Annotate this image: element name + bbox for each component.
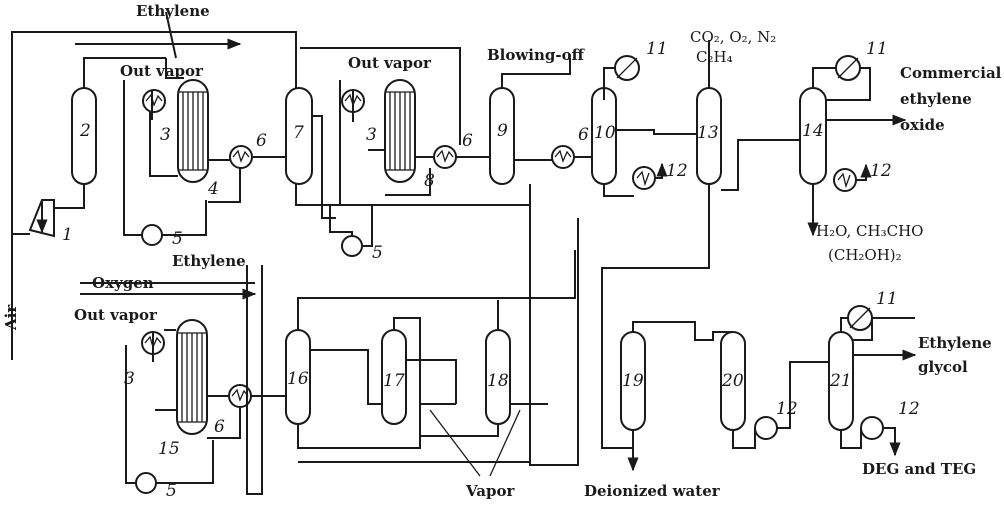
unit-number-12b: 12 bbox=[870, 161, 892, 181]
label-c2h4: C₂H₄ bbox=[696, 48, 733, 66]
heat-exchanger-6b bbox=[433, 145, 457, 169]
label-blowing-off: Blowing-off bbox=[487, 46, 586, 64]
pump-5c bbox=[135, 472, 157, 494]
column-7 bbox=[285, 87, 313, 185]
label-vapor: Vapor bbox=[465, 482, 515, 500]
heat-exchanger-3a bbox=[142, 89, 166, 113]
unit-number-10: 10 bbox=[594, 123, 616, 143]
label-ethylene-top: Ethylene bbox=[136, 2, 210, 20]
label-byproducts-2: (CH₂OH)₂ bbox=[828, 246, 902, 264]
label-out-vapor-2: Out vapor bbox=[348, 54, 432, 72]
unit-number-19: 19 bbox=[622, 371, 644, 391]
unit-number-16: 16 bbox=[287, 369, 309, 389]
unit-number-6c: 6 bbox=[578, 125, 589, 145]
reboiler-12b bbox=[833, 168, 857, 192]
label-byproducts-1: H₂O, CH₃CHO bbox=[816, 222, 923, 240]
unit-number-11c: 11 bbox=[876, 289, 898, 309]
unit-number-20: 20 bbox=[721, 371, 744, 391]
label-deionized-water: Deionized water bbox=[584, 482, 721, 500]
heat-exchanger-6a bbox=[229, 145, 253, 169]
unit-number-12c: 12 bbox=[776, 399, 798, 419]
unit-number-7: 7 bbox=[293, 123, 304, 143]
label-oxygen: Oxygen bbox=[92, 274, 154, 292]
unit-number-21: 21 bbox=[829, 371, 852, 391]
unit-number-12a: 12 bbox=[666, 161, 688, 181]
unit-number-5b: 5 bbox=[372, 243, 383, 263]
unit-number-5c: 5 bbox=[166, 481, 177, 501]
unit-number-3c: 3 bbox=[124, 369, 135, 389]
label-ethylene-mid: Ethylene bbox=[172, 252, 246, 270]
label-co2-o2-n2: CO₂, O₂, N₂ bbox=[690, 28, 776, 46]
unit-number-13: 13 bbox=[697, 123, 719, 143]
reactor-15 bbox=[176, 319, 208, 435]
unit-number-5a: 5 bbox=[172, 229, 183, 249]
unit-number-15: 15 bbox=[158, 439, 180, 459]
piping bbox=[11, 11, 917, 495]
unit-number-3b: 3 bbox=[366, 125, 377, 145]
unit-number-18: 18 bbox=[487, 371, 509, 391]
label-commercial: Commercial bbox=[900, 64, 1002, 82]
unit-number-11a: 11 bbox=[646, 39, 668, 59]
heat-exchanger-6c bbox=[551, 145, 575, 169]
unit-number-17: 17 bbox=[383, 371, 405, 391]
unit-number-12d: 12 bbox=[898, 399, 920, 419]
label-air: Air bbox=[2, 304, 20, 331]
condenser-11c bbox=[847, 305, 873, 331]
unit-number-14: 14 bbox=[802, 121, 824, 141]
pump-5b bbox=[341, 235, 363, 257]
unit-number-3a: 3 bbox=[160, 125, 171, 145]
reactor-8 bbox=[384, 79, 416, 183]
label-out-vapor-1: Out vapor bbox=[120, 62, 204, 80]
unit-number-4: 4 bbox=[207, 179, 219, 199]
unit-number-1: 1 bbox=[62, 225, 73, 245]
label-ethylene-glycol-1: Ethylene bbox=[918, 334, 992, 352]
label-ethylene-word: ethylene bbox=[900, 90, 972, 108]
label-deg-teg: DEG and TEG bbox=[862, 460, 976, 478]
unit-number-9: 9 bbox=[497, 121, 508, 141]
unit-number-6a: 6 bbox=[256, 131, 267, 151]
condenser-11b bbox=[835, 55, 861, 81]
unit-number-2: 2 bbox=[79, 121, 91, 141]
unit-number-6b: 6 bbox=[462, 131, 473, 151]
unit-number-6d: 6 bbox=[214, 417, 225, 437]
reboiler-12a bbox=[632, 166, 656, 190]
unit-number-8: 8 bbox=[424, 171, 435, 191]
pump-12c bbox=[754, 416, 778, 440]
label-ethylene-glycol-2: glycol bbox=[918, 358, 968, 376]
condenser-11a bbox=[614, 55, 640, 81]
label-oxide: oxide bbox=[900, 116, 945, 134]
pump-12d bbox=[860, 416, 884, 440]
reactor-4 bbox=[177, 79, 209, 183]
label-out-vapor-3: Out vapor bbox=[74, 306, 158, 324]
unit-number-11b: 11 bbox=[866, 39, 888, 59]
pump-5a bbox=[141, 224, 163, 246]
